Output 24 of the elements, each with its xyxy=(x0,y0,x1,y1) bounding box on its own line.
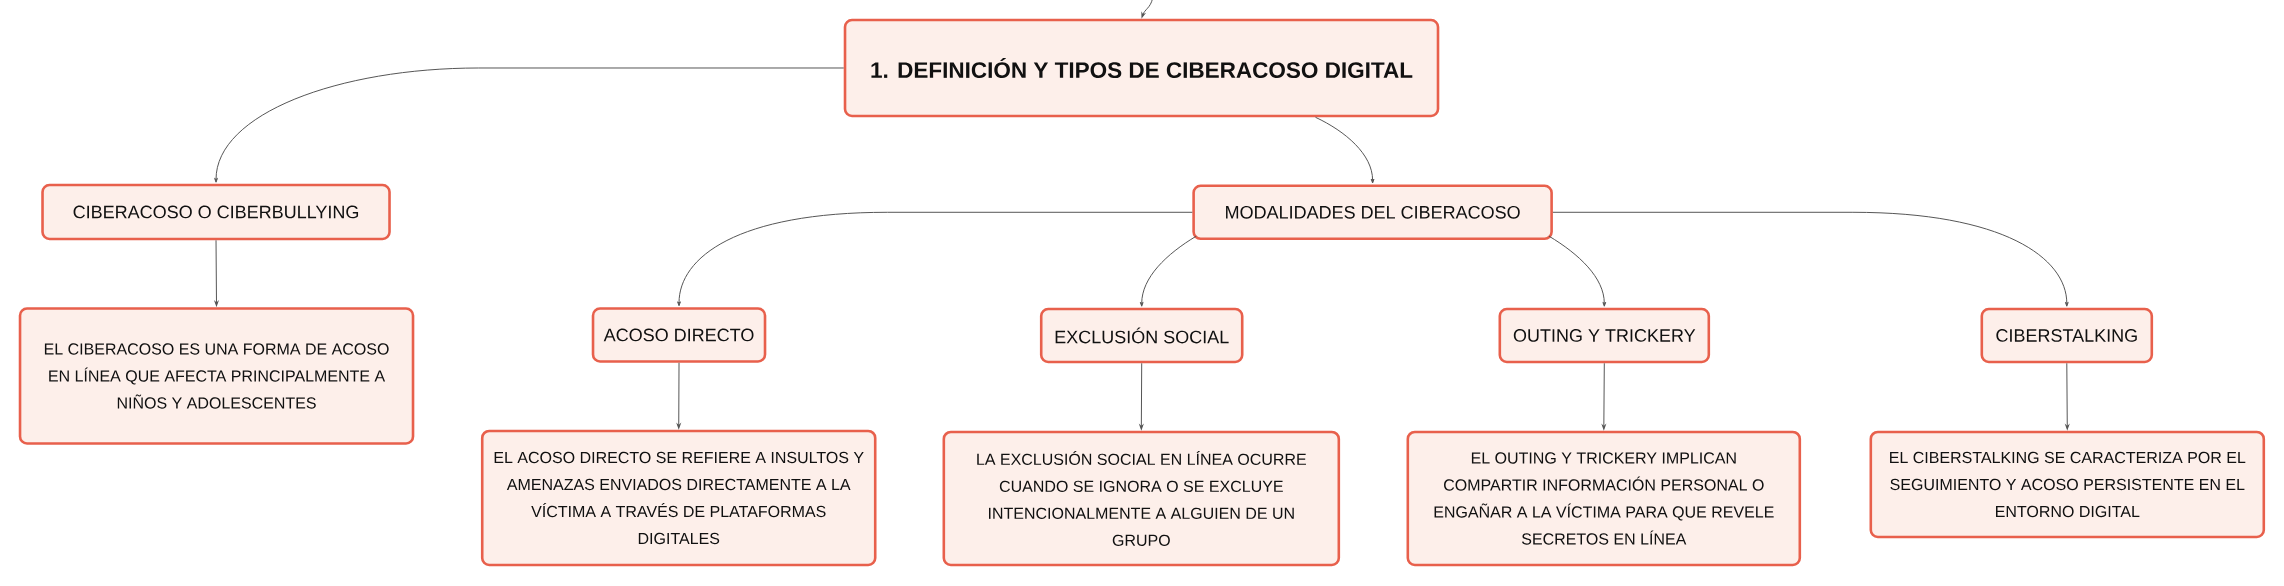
description-box: LA EXCLUSIÓN SOCIAL EN LÍNEA OCURRE CUANDO SE IGNORA O SE EXCLUYE INTENCIONALMENTE A ALGUIEN DE UN GRUPO xyxy=(942,430,1341,567)
connector-arrow xyxy=(2065,362,2070,430)
connector-arrow xyxy=(677,211,1193,307)
connector-arrow xyxy=(676,362,681,429)
connector-arrow xyxy=(1141,0,1153,18)
connector-arrow xyxy=(1315,116,1375,184)
central-topic-box: 1. DEFINICIÓN Y TIPOS DE CIBERACOSO DIGITAL xyxy=(843,18,1440,118)
topic-box: CIBERACOSO O CIBERBULLYING xyxy=(41,183,391,241)
topic-box: ACOSO DIRECTO xyxy=(591,307,767,363)
connector-arrow xyxy=(1139,235,1197,307)
connector-arrow xyxy=(1548,235,1607,307)
description-box: EL CIBERSTALKING SE CARACTERIZA POR EL SEGUIMIENTO Y ACOSO PERSISTENTE EN EL ENTORNO DIGITAL xyxy=(1869,430,2266,539)
description-box: EL OUTING Y TRICKERY IMPLICAN COMPARTIR INFORMACIÓN PERSONAL O ENGAÑAR A LA VÍCTIMA PARA QUE REVELE SECRETOS EN LÍNEA xyxy=(1406,430,1802,567)
description-box: EL ACOSO DIRECTO SE REFIERE A INSULTOS Y AMENAZAS ENVIADOS DIRECTAMENTE A LA VÍCTIMA A TRAVÉS DE PLATAFORMAS DIGITALES xyxy=(480,429,877,567)
topic-box: MODALIDADES DEL CIBERACOSO xyxy=(1192,184,1553,241)
connector-arrow xyxy=(214,239,219,307)
description-box: EL CIBERACOSO ES UNA FORMA DE ACOSO EN LÍNEA QUE AFECTA PRINCIPALMENTE A NIÑOS Y ADOLESCENTES xyxy=(18,307,415,445)
connector-arrow xyxy=(214,67,845,183)
connector-arrow xyxy=(1601,362,1606,430)
topic-box: OUTING Y TRICKERY xyxy=(1498,307,1711,364)
topic-box: CIBERSTALKING xyxy=(1980,307,2154,364)
connector-arrow xyxy=(1552,211,2069,307)
topic-box: EXCLUSIÓN SOCIAL xyxy=(1039,307,1244,364)
connector-arrow xyxy=(1139,362,1144,430)
